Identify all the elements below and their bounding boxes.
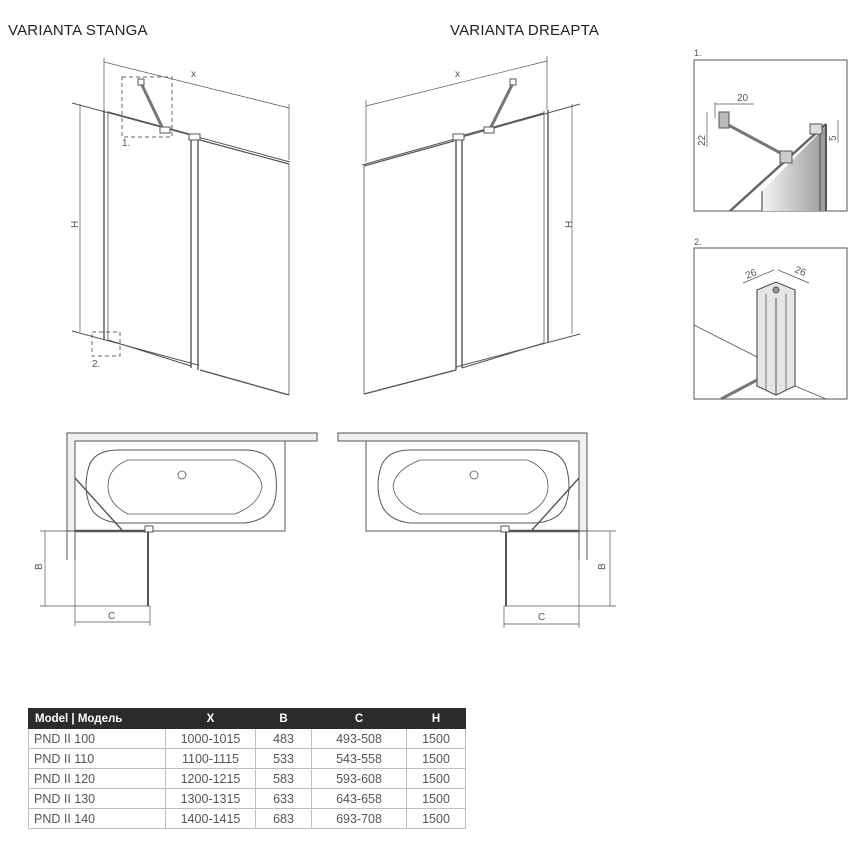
dim-20: 20 (737, 93, 749, 104)
cell-c: 693-708 (311, 808, 407, 829)
cell-b: 483 (255, 728, 312, 749)
cell-x: 1200-1215 (165, 768, 256, 789)
cell-c: 643-658 (311, 788, 407, 809)
dim-26-b: 26 (793, 265, 808, 280)
cell-h: 1500 (406, 748, 466, 769)
dim-5: 5 (828, 135, 839, 141)
cell-h: 1500 (406, 728, 466, 749)
left-plan (40, 432, 318, 626)
dim-22: 22 (697, 134, 708, 146)
col-header-c: C (311, 708, 407, 729)
technical-drawing: x H 1. 2. x H (34, 48, 848, 628)
cell-c: 543-558 (311, 748, 407, 769)
dim-x-left: x (191, 69, 196, 80)
right-elevation (361, 56, 581, 395)
col-header-x: X (165, 708, 256, 729)
table-row: PND II 140 1400-1415 683 693-708 1500 (28, 808, 466, 829)
cell-b: 633 (255, 788, 312, 809)
cell-b: 683 (255, 808, 312, 829)
cell-x: 1300-1315 (165, 788, 256, 809)
col-header-b: B (255, 708, 312, 729)
cell-c: 493-508 (311, 728, 407, 749)
heading-left-variant: VARIANTA STANGA (8, 22, 148, 39)
cell-b: 533 (255, 748, 312, 769)
cell-model: PND II 120 (28, 768, 166, 789)
dim-b-left: B (34, 563, 45, 570)
table-row: PND II 120 1200-1215 583 593-608 1500 (28, 768, 466, 789)
cell-h: 1500 (406, 788, 466, 809)
cell-model: PND II 130 (28, 788, 166, 809)
detail-2-callout: 2. (92, 359, 100, 370)
cell-model: PND II 100 (28, 728, 166, 749)
dim-c-right: C (538, 612, 545, 623)
cell-b: 583 (255, 768, 312, 789)
spec-table: Model | Модель X B C H PND II 100 1000-1… (28, 708, 466, 829)
dim-b-right: B (597, 563, 608, 570)
col-header-model: Model | Модель (28, 708, 166, 729)
heading-right-variant: VARIANTA DREAPTA (450, 22, 600, 39)
detail-1-box (693, 59, 848, 212)
col-header-h: H (406, 708, 466, 729)
table-row: PND II 130 1300-1315 633 643-658 1500 (28, 788, 466, 809)
cell-c: 593-608 (311, 768, 407, 789)
dim-h-left: H (70, 221, 81, 228)
left-elevation (71, 58, 291, 396)
detail-1-callout: 1. (122, 138, 130, 149)
cell-x: 1100-1115 (165, 748, 256, 769)
table-row: PND II 100 1000-1015 483 493-508 1500 (28, 728, 466, 749)
cell-h: 1500 (406, 808, 466, 829)
cell-model: PND II 110 (28, 748, 166, 769)
detail-2-box (693, 247, 848, 401)
table-header-row: Model | Модель X B C H (28, 708, 466, 729)
cell-h: 1500 (406, 768, 466, 789)
cell-model: PND II 140 (28, 808, 166, 829)
cell-x: 1000-1015 (165, 728, 256, 749)
cell-x: 1400-1415 (165, 808, 256, 829)
right-plan (337, 432, 616, 628)
dim-c-left: C (108, 611, 115, 622)
dim-26-a: 26 (744, 267, 759, 282)
dim-h-right: H (564, 221, 575, 228)
dim-x-right: x (455, 69, 460, 80)
table-row: PND II 110 1100-1115 533 543-558 1500 (28, 748, 466, 769)
detail-2-label: 2. (694, 237, 702, 247)
detail-1-label: 1. (694, 48, 702, 58)
